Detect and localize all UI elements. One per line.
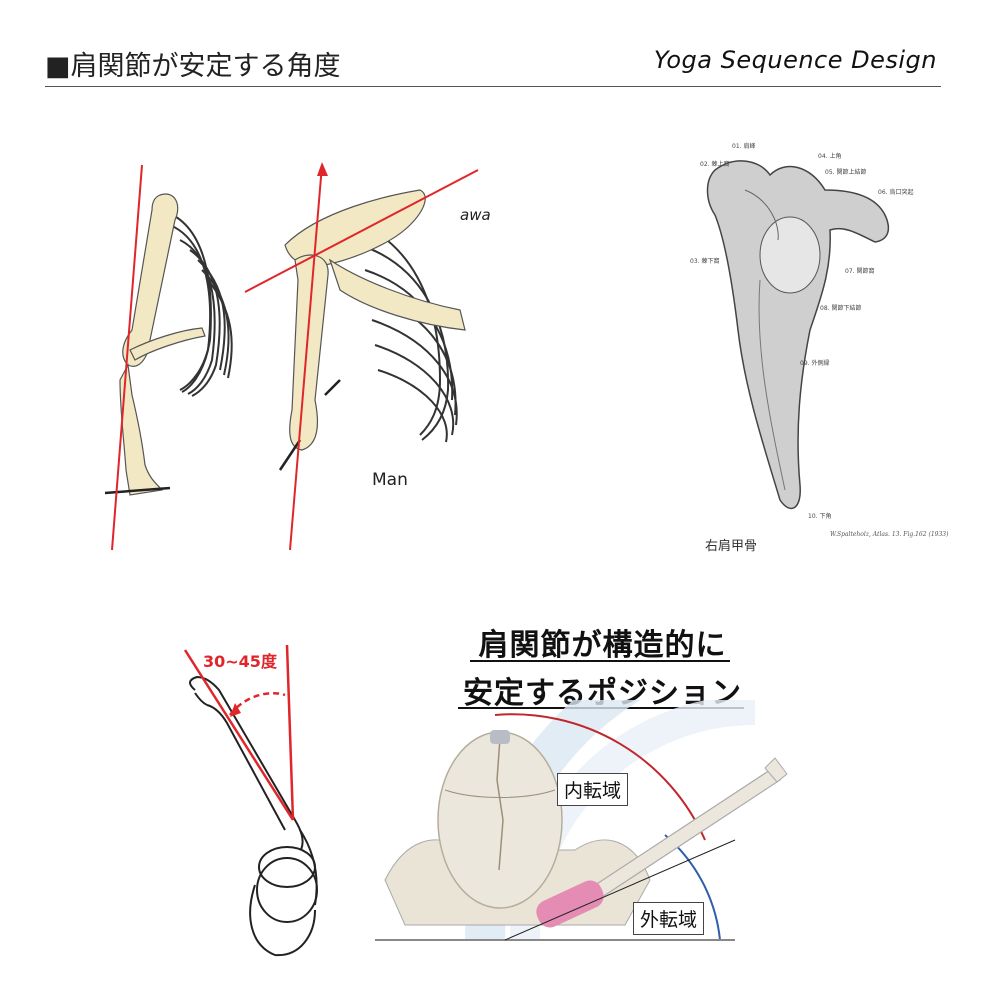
adduction-arc — [494, 713, 706, 841]
axis-line-3 — [244, 169, 479, 293]
brand-name: Yoga Sequence Design — [653, 46, 937, 74]
scapula-caption: 右肩甲骨 — [705, 539, 758, 554]
figure-label-awa: awa — [460, 206, 491, 224]
svg-text:01. 肩峰: 01. 肩峰 — [732, 142, 755, 150]
muscle-highlight — [536, 880, 604, 928]
figure-label-man: Man — [372, 470, 408, 490]
svg-text:07. 関節窩: 07. 関節窩 — [845, 267, 874, 275]
svg-text:05. 関節上結節: 05. 関節上結節 — [825, 168, 866, 176]
forearm-bone — [119, 363, 164, 496]
svg-text:08. 関節下結節: 08. 関節下結節 — [820, 304, 861, 312]
ribcage-figures: Man awa — [104, 162, 491, 551]
clavicle-bone — [284, 189, 426, 267]
arm-outline — [189, 675, 304, 851]
svg-text:03. 棘下窩: 03. 棘下窩 — [690, 257, 719, 265]
svg-text:02. 棘上窩: 02. 棘上窩 — [700, 160, 729, 168]
arm-angle-figure: 30~45度 — [183, 644, 318, 957]
ribcage-front-view: Man awa — [244, 162, 491, 551]
zone-label-abduction: 外転域 — [633, 902, 705, 935]
glenoid-fossa — [759, 216, 821, 294]
ribcage-side-view — [104, 164, 233, 551]
head-outline — [256, 857, 318, 923]
axis-line-1 — [111, 164, 143, 551]
scapula-credit: W.Spalteholz, Atlas. 13. Fig.162 (1933) — [830, 531, 949, 538]
scapula-bone — [706, 160, 890, 510]
svg-text:10. 下角: 10. 下角 — [808, 512, 831, 520]
svg-text:09. 外側縁: 09. 外側縁 — [800, 359, 829, 367]
humerus-bone-front — [289, 254, 329, 451]
skull — [437, 731, 563, 909]
svg-text:04. 上角: 04. 上角 — [818, 152, 841, 160]
zone-label-adduction: 内転域 — [557, 773, 629, 806]
scapula-figure: 01. 肩峰 02. 棘上窩 03. 棘下窩 04. 上角 05. 関節上結節 … — [690, 142, 913, 520]
heading-underline-1 — [470, 660, 730, 662]
angle-label: 30~45度 — [203, 652, 278, 671]
page-title: ■肩関節が安定する角度 — [45, 51, 341, 82]
axis-line-2 — [289, 164, 323, 551]
page-header: ■肩関節が安定する角度 Yoga Sequence Design — [45, 38, 941, 87]
skull-position-figure — [375, 700, 788, 941]
svg-text:06. 烏口突起: 06. 烏口突起 — [878, 188, 913, 196]
position-heading-line1: 肩関節が構造的に — [478, 628, 727, 663]
